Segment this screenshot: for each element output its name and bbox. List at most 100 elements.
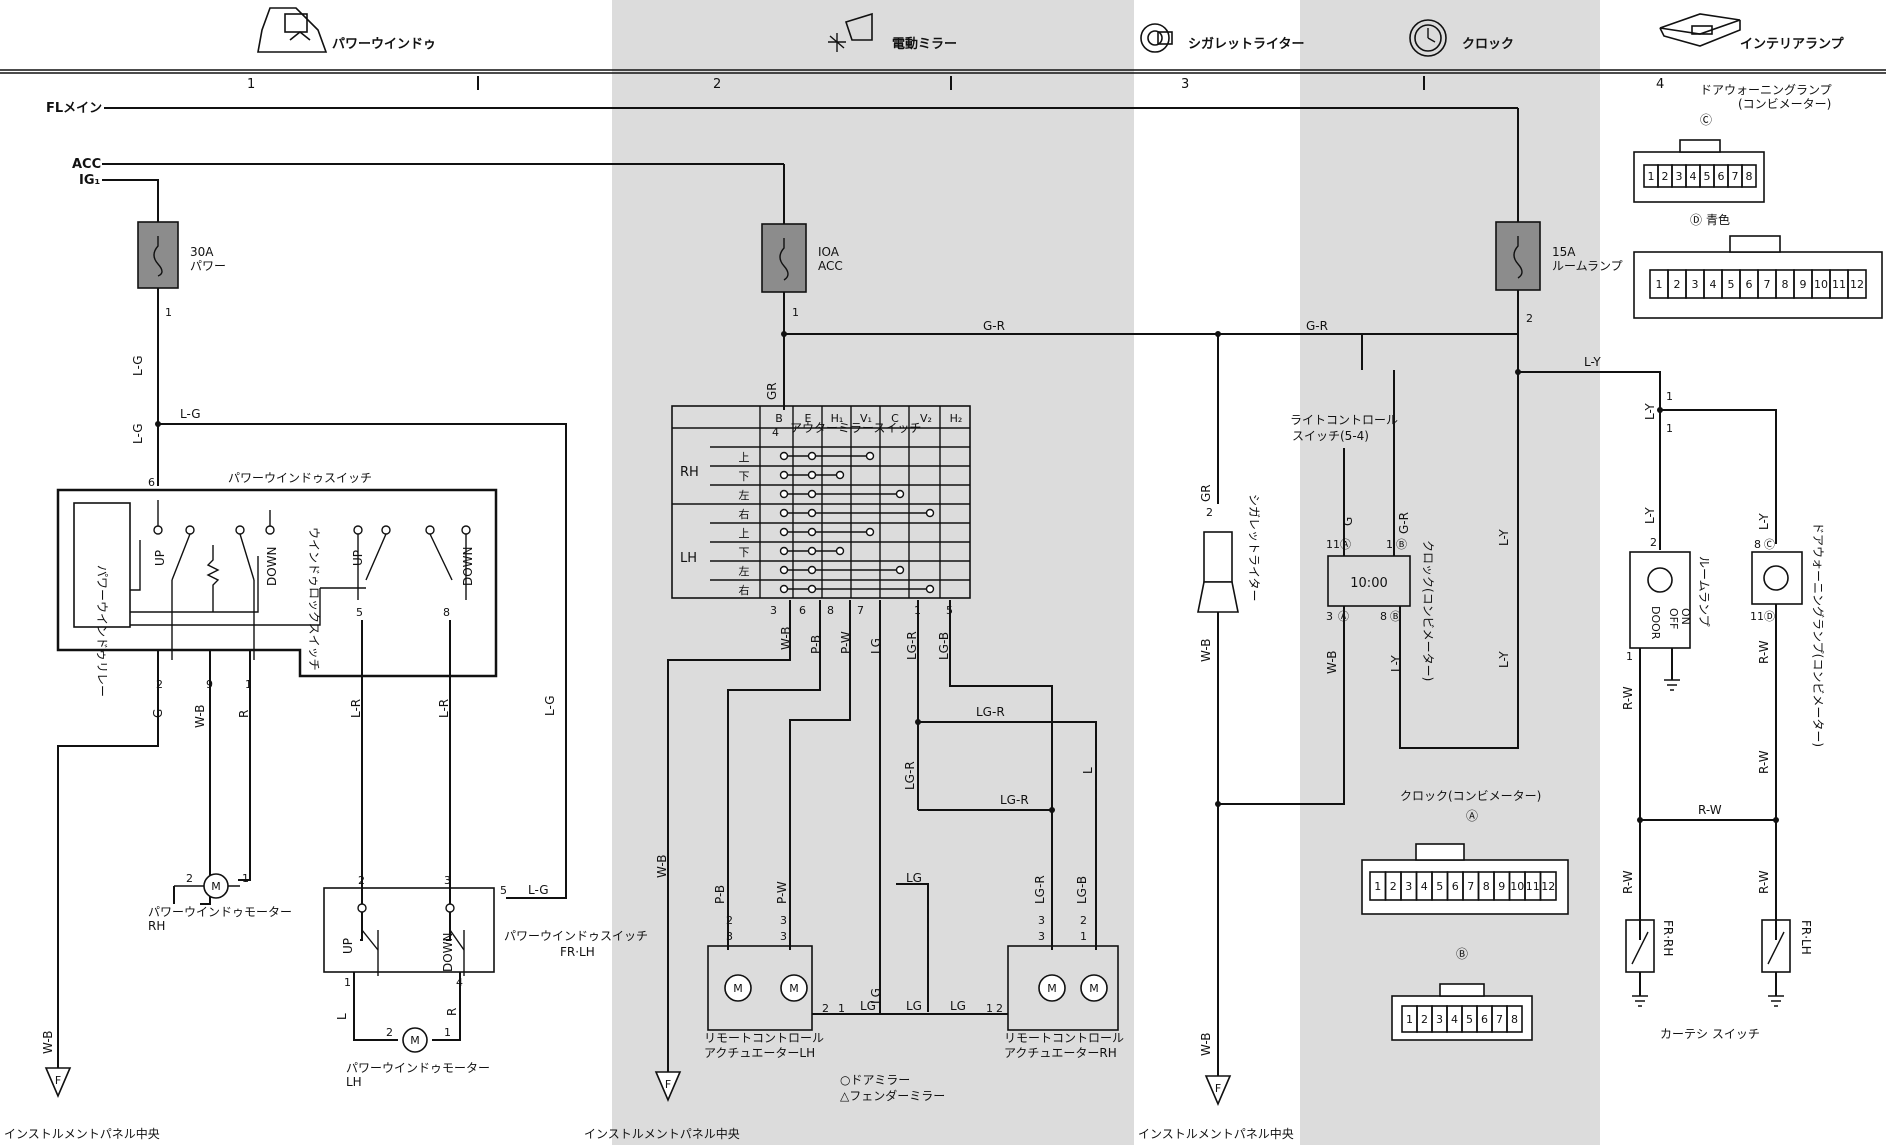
wire-label-wb-cig-2: W-B — [1199, 1032, 1213, 1056]
mirror-contact — [807, 470, 817, 480]
wire-label-lg-2: L-G — [131, 423, 145, 444]
connector-pin-number: 4 — [1451, 1013, 1458, 1026]
mirror-contact — [895, 565, 905, 575]
mirror-switch-table — [671, 405, 971, 599]
sw2-down-contact — [461, 525, 471, 535]
mirror-contact — [779, 527, 789, 537]
pin-act-lh-3b: 3 — [726, 930, 733, 943]
pw-relay-label: パワーウインドゥリレー — [95, 565, 109, 697]
wire-label-lg-5: L-G — [528, 883, 549, 897]
courtesy-rh-blade — [1631, 931, 1649, 965]
pin-clock-11: 11 — [1326, 538, 1340, 551]
wire-ly-main — [1518, 371, 1661, 470]
sw1-blades — [171, 533, 255, 581]
wire-label-wb-clock: W-B — [1325, 650, 1339, 674]
sw1-down-label: DOWN — [265, 546, 279, 586]
connector-pin-number: 3 — [1676, 170, 1683, 183]
connector-pin-cell — [1847, 269, 1867, 299]
connector-pin-number: 7 — [1732, 170, 1739, 183]
wire-label-rw-3: R-W — [1621, 686, 1635, 710]
actuator-lh — [707, 945, 813, 1031]
wire-label-lgr-2: LG-R — [976, 705, 1005, 719]
interior-lamp-icon — [1659, 13, 1741, 47]
motor-lh-label-1: パワーウインドゥモーター — [346, 1061, 490, 1075]
connector-pin-number: 10 — [1510, 880, 1524, 893]
wire-label-ly-1: L-Y — [1584, 355, 1601, 369]
fuse-10a-rating: IOA — [818, 245, 840, 259]
mirror-contact — [779, 470, 789, 480]
mirror-contact — [779, 451, 789, 461]
fuse-10a-element — [779, 238, 789, 281]
mirror-contact — [779, 508, 789, 518]
connector-pin-number: 8 — [1511, 1013, 1518, 1026]
fr-lh-label: FR·LH — [1799, 920, 1813, 955]
wire-label-gr-cig: GR — [1199, 484, 1213, 502]
wire-label-ly-3: L-Y — [1497, 651, 1511, 668]
connector-pin-number: 4 — [1690, 170, 1697, 183]
pin-fuse3: 2 — [1526, 312, 1533, 325]
fr-rh-label: FR·RH — [1661, 920, 1675, 956]
pin-act-lh-21: 2 — [822, 1002, 829, 1015]
mirror-contact — [779, 584, 789, 594]
wire-label-wb-left: W-B — [41, 1030, 55, 1054]
wire-label-ly-clock: L-Y — [1389, 655, 1403, 672]
ground-label-mid: インストルメントパネル中央 — [584, 1126, 740, 1141]
junction-rw-2 — [1773, 817, 1779, 823]
actuator-rh-label-1: リモートコントロール — [1004, 1031, 1124, 1045]
fr-up-contact — [357, 903, 367, 913]
wire-label-r-2: R — [445, 1008, 459, 1016]
pin-clock-8: 8 — [1380, 610, 1387, 623]
pin-mirror-7: 7 — [857, 604, 864, 617]
wire-label-ly-5: L-Y — [1757, 513, 1771, 530]
wire-lgb — [949, 600, 1053, 950]
wire-lg-link — [896, 883, 929, 1012]
power-window-icon — [257, 7, 328, 53]
wire-label-wb9: W-B — [193, 704, 207, 728]
wire-label-lg-4: L-G — [543, 695, 557, 716]
sw1-mid-contact-1 — [185, 525, 195, 535]
cigarette-lighter — [1203, 531, 1233, 583]
connector-pin-number: 7 — [1764, 278, 1771, 291]
door-warning-vertical: ドアウォーニングランプ(コンビメーター) — [1811, 522, 1825, 747]
sw1-up-contact — [153, 525, 163, 535]
fr-down-contact — [445, 903, 455, 913]
mirror-contact — [835, 470, 845, 480]
cigarette-lighter-base — [1197, 581, 1239, 613]
pin-mirror-6: 6 — [799, 604, 806, 617]
motor-rh-leads — [173, 879, 240, 904]
connector-pin-number: 2 — [1390, 880, 1397, 893]
wire-label-lr-2: L-R — [437, 699, 451, 718]
ig1-label: IG₁ — [79, 173, 100, 188]
connector-pin-number: 8 — [1746, 170, 1753, 183]
mirror-note-1: ○ドアミラー — [840, 1073, 910, 1087]
motor-lh-m: M — [410, 1034, 420, 1047]
connector-pin-number: 4 — [1710, 278, 1717, 291]
actuator-rh-motor-1 — [1038, 974, 1066, 1002]
connector-pin-number: 6 — [1718, 170, 1725, 183]
connector-pin-number: 7 — [1467, 880, 1474, 893]
pin-act-lh-1: 1 — [838, 1002, 845, 1015]
actuator-lh-motor-1 — [724, 974, 752, 1002]
courtesy-rh-ground — [1632, 995, 1648, 1007]
mirror-contact — [865, 451, 875, 461]
wire-label-pb: P-B — [809, 635, 823, 654]
connector-pin-cell — [1741, 164, 1757, 188]
pin-act-lh-3c: 3 — [780, 930, 787, 943]
connector-d-tag: Ⓓ — [1690, 213, 1702, 227]
wire-wb9 — [200, 650, 211, 905]
connector-pin-number: 12 — [1541, 880, 1555, 893]
ground-f-cig: F — [1215, 1082, 1221, 1095]
connector-pin-number: 8 — [1782, 278, 1789, 291]
zone-2: 2 — [713, 77, 721, 92]
pw-relay — [73, 502, 131, 628]
ground-label-left: インストルメントパネル中央 — [4, 1126, 160, 1141]
ground-label-cig: インストルメントパネル中央 — [1138, 1126, 1294, 1141]
fuse-30a-name: パワー — [190, 259, 226, 273]
actuator-rh-m2: M — [1089, 982, 1099, 995]
connector-pin-number: 9 — [1800, 278, 1807, 291]
fr-switch-label-2: FR·LH — [560, 945, 595, 959]
junction-ly-2 — [1657, 407, 1663, 413]
room-lamp — [1629, 551, 1691, 649]
pin-roomlamp-1: 1 — [1626, 650, 1633, 663]
